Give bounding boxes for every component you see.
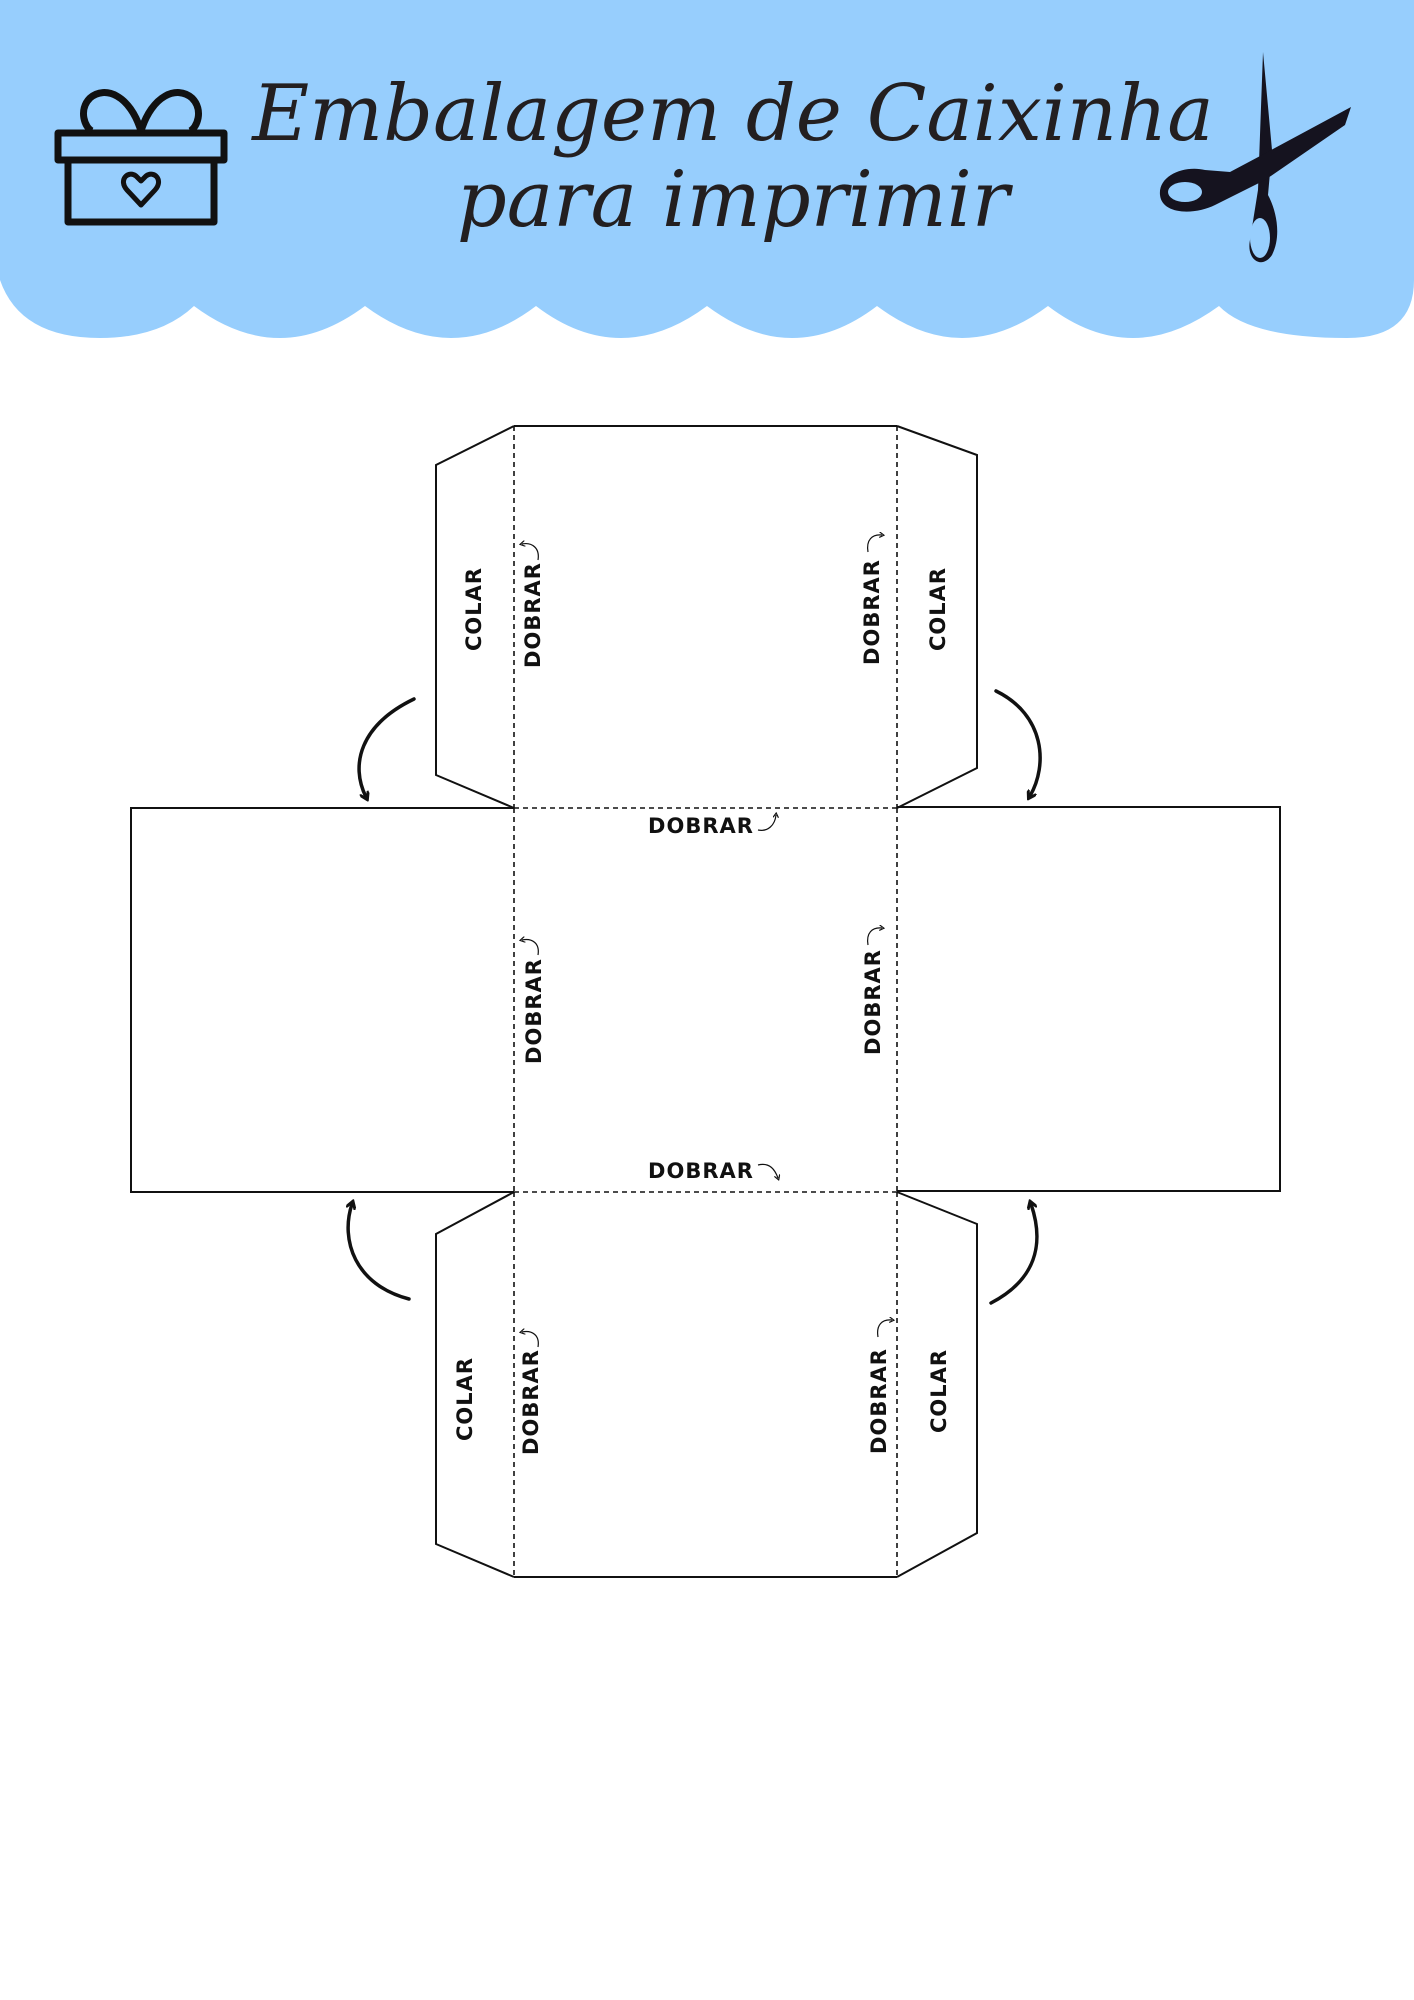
fold-label: DOBRAR (522, 958, 546, 1064)
bottom-panel-fold-lines (513, 1192, 898, 1577)
bottom-left-glue-flap (435, 1191, 515, 1578)
fold-arrow-icon (522, 544, 539, 561)
center-fold-lines (513, 807, 898, 1193)
top-right-glue-flap (896, 425, 978, 809)
fold-arrow-icon (867, 928, 882, 946)
bottom-right-glue-flap (896, 1191, 978, 1578)
curved-arrow-icon (989, 1204, 1039, 1305)
title-line-1: Embalagem de Caixinha (250, 69, 1214, 159)
scissors-icon (1159, 52, 1351, 263)
fold-label: DOBRAR (861, 949, 885, 1055)
fold-label: DOBRAR (648, 1159, 754, 1183)
fold-label: DOBRAR (519, 1349, 543, 1455)
fold-arrow-icon (877, 1320, 892, 1338)
header-banner: Embalagem de Caixinha para imprimir (0, 0, 1414, 338)
glue-label: COLAR (453, 1357, 477, 1441)
fold-label: DOBRAR (521, 562, 545, 668)
gift-box-icon (54, 89, 228, 226)
right-side-panel (897, 806, 1281, 1192)
fold-label: DOBRAR (648, 814, 754, 838)
top-panel-fold-lines (513, 426, 898, 808)
curved-arrow-icon (348, 1204, 411, 1301)
glue-label: COLAR (926, 567, 950, 651)
fold-label: DOBRAR (860, 559, 884, 665)
fold-arrow-icon (867, 535, 882, 553)
scalloped-background (0, 0, 1414, 338)
curved-arrow-icon (994, 689, 1042, 796)
fold-arrow-icon (757, 1163, 778, 1178)
fold-arrow-icon (522, 940, 539, 956)
fold-arrow-icon (757, 815, 776, 831)
glue-label: COLAR (462, 567, 486, 651)
fold-arrow-icon (522, 1332, 539, 1348)
box-template: COLAR DOBRAR DOBRAR COLAR DOBRAR DOBRAR … (130, 425, 1281, 1578)
glue-label: COLAR (927, 1349, 951, 1433)
fold-label: DOBRAR (867, 1348, 891, 1454)
left-side-panel (130, 807, 514, 1193)
curved-arrow-icon (357, 697, 416, 797)
title-line-2: para imprimir (457, 155, 1014, 245)
top-left-glue-flap (435, 425, 515, 809)
